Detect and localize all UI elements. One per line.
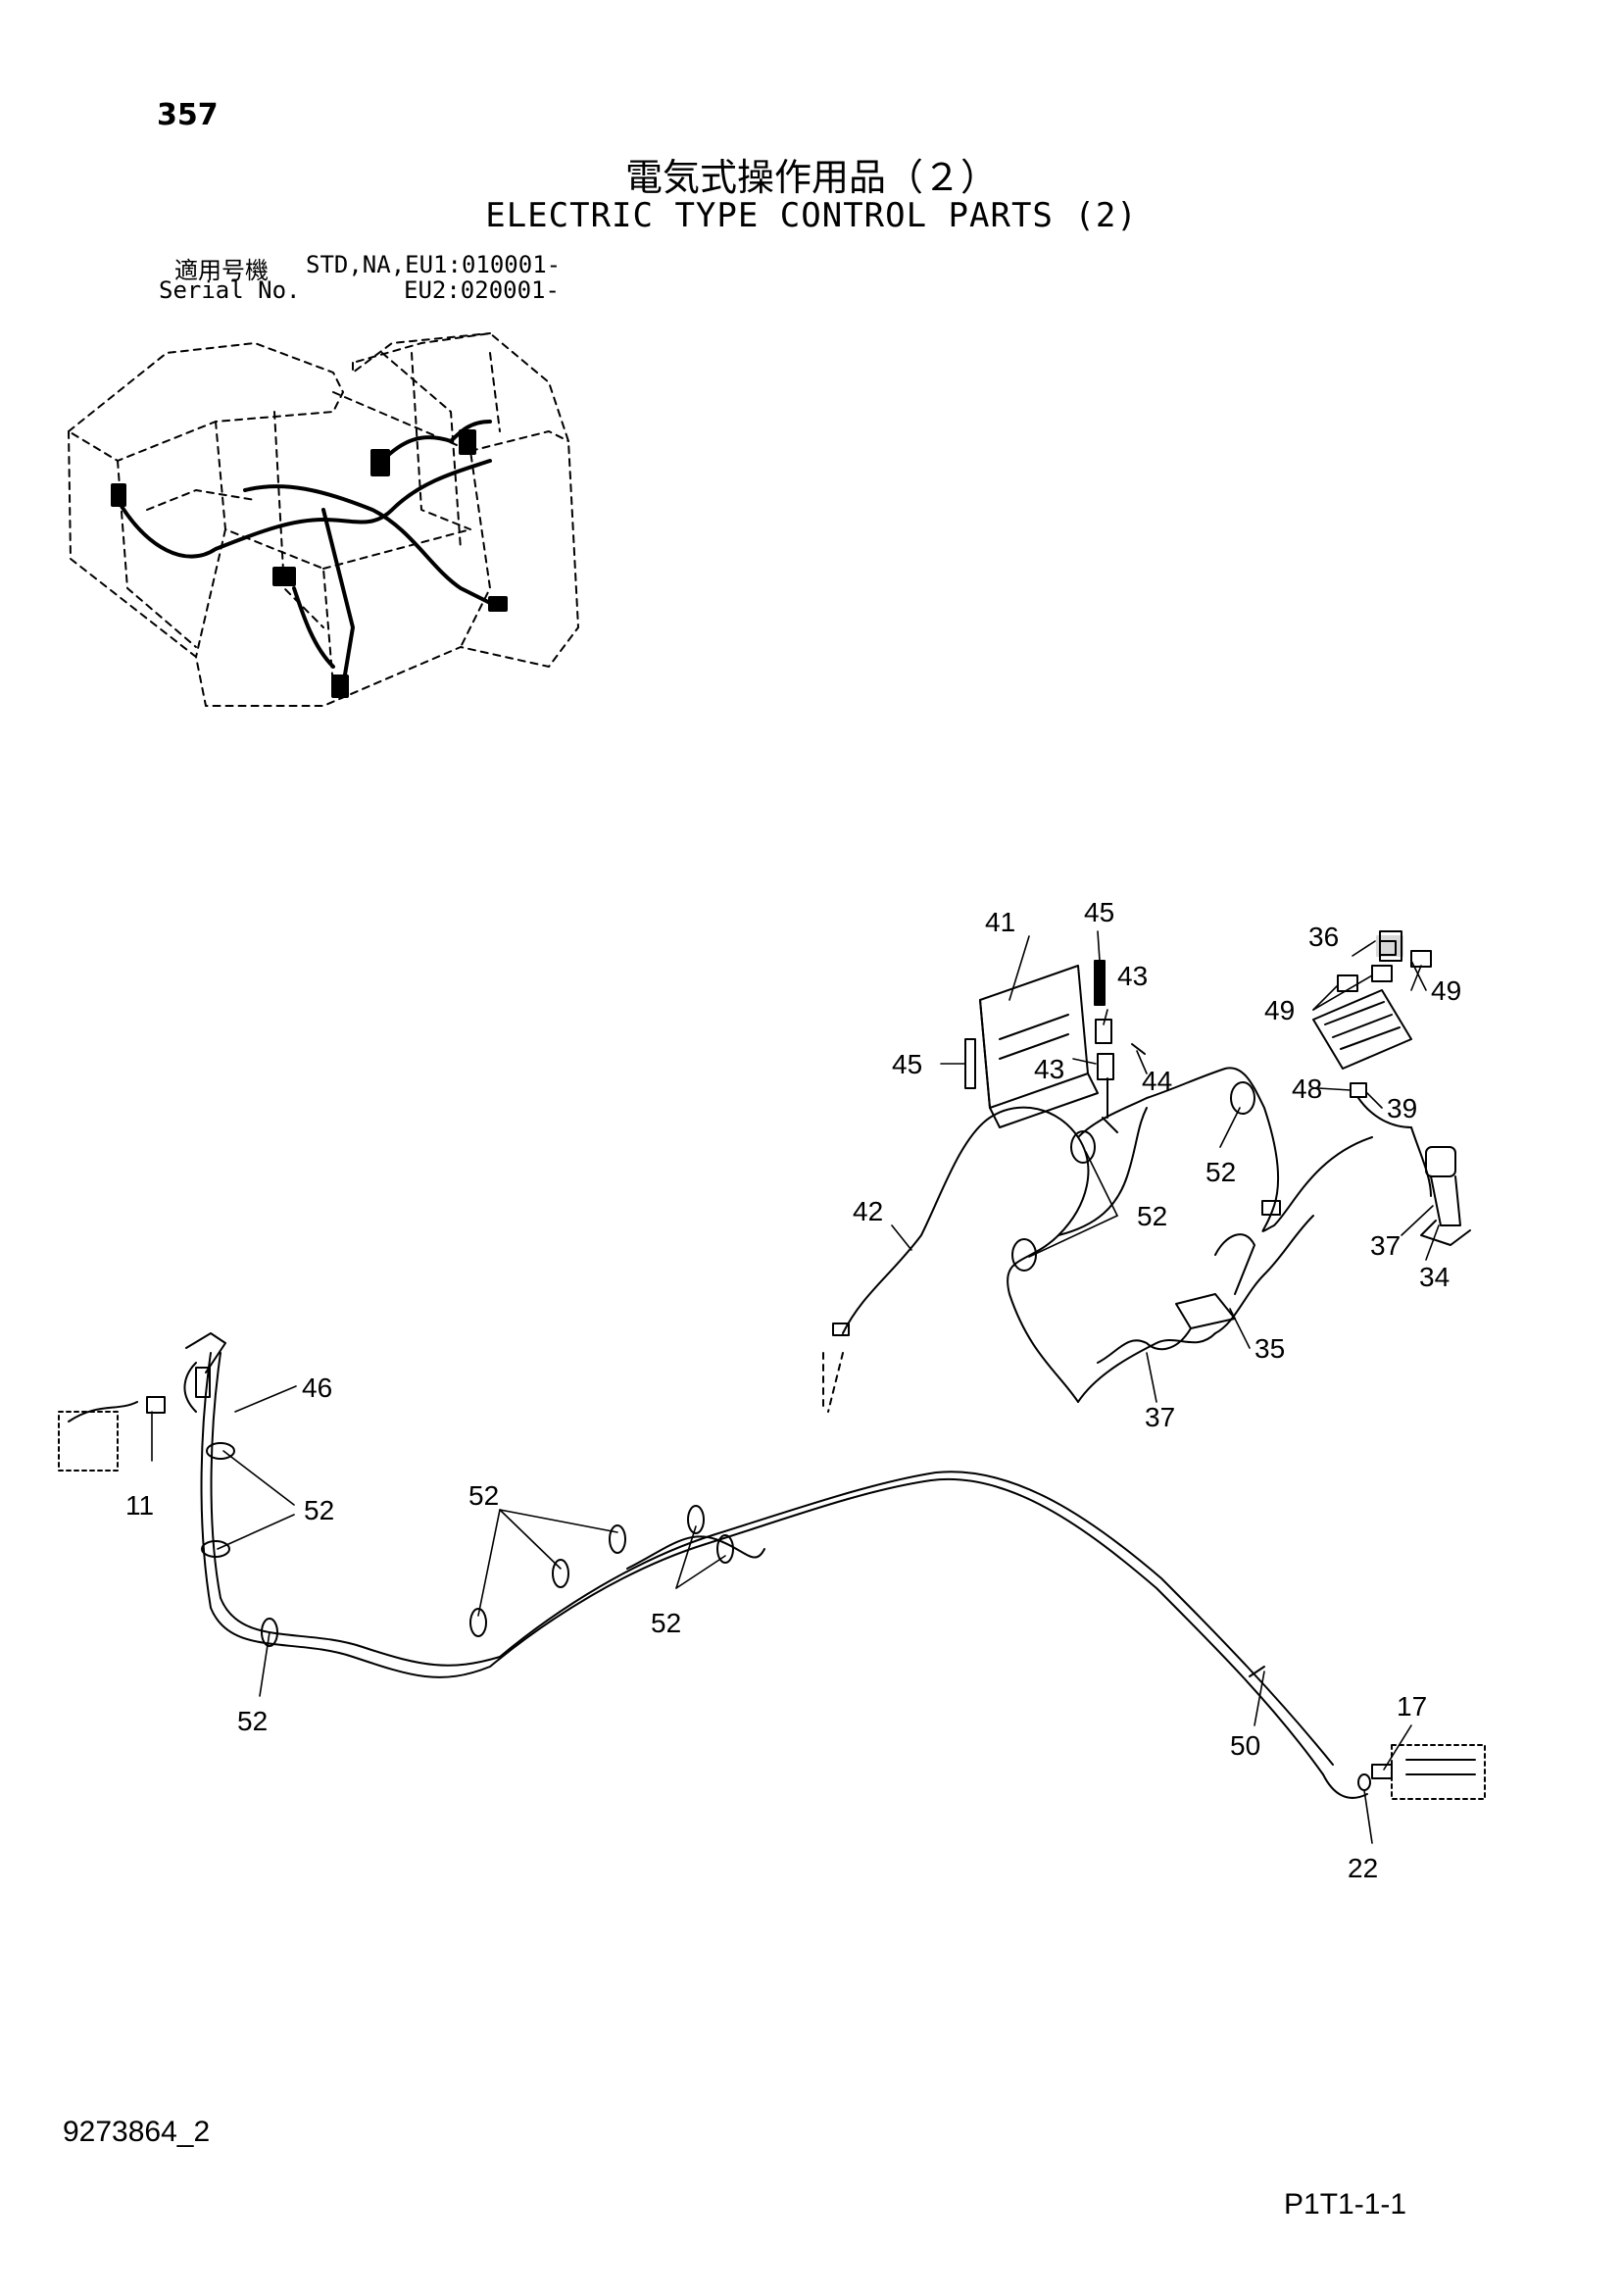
callout-45: 45 xyxy=(892,1049,922,1079)
callout-49: 49 xyxy=(1264,995,1295,1025)
callout-49: 49 xyxy=(1431,975,1461,1006)
serial-label-japanese: 適用号機 xyxy=(174,257,269,284)
cable-ties-main xyxy=(201,1442,1265,1677)
right-connectors xyxy=(1357,1744,1486,1800)
callout-52: 52 xyxy=(1137,1201,1167,1231)
callout-17: 17 xyxy=(1397,1691,1427,1722)
callout-44: 44 xyxy=(1142,1066,1172,1096)
callout-11: 11 xyxy=(125,1490,154,1521)
left-connectors xyxy=(58,1332,226,1472)
cab-overview-wiring xyxy=(111,420,508,698)
serial-label-english: Serial No. xyxy=(159,276,301,304)
callout-22: 22 xyxy=(1348,1853,1378,1883)
joystick-left xyxy=(1097,1233,1255,1364)
callout-43: 43 xyxy=(1117,961,1148,991)
callout-52: 52 xyxy=(651,1608,681,1638)
callout-labels: 11 46 52 52 52 52 50 17 22 41 45 45 43 4… xyxy=(125,897,1461,1883)
callout-52: 52 xyxy=(304,1495,334,1525)
callout-35: 35 xyxy=(1254,1333,1285,1364)
page-code: P1T1-1-1 xyxy=(1284,2188,1407,2221)
bracket-assembly xyxy=(964,960,1146,1133)
page-title-english: ELECTRIC TYPE CONTROL PARTS (2) xyxy=(485,196,1138,235)
joystick-right xyxy=(1410,1126,1471,1246)
callout-36: 36 xyxy=(1308,922,1339,952)
callout-46: 46 xyxy=(302,1373,332,1403)
serial-range-2: EU2:020001- xyxy=(404,276,560,304)
page-number: 357 xyxy=(157,98,219,132)
callout-41: 41 xyxy=(985,907,1015,937)
cab-overview-illustration xyxy=(68,332,579,707)
callout-39: 39 xyxy=(1387,1093,1417,1123)
callout-52: 52 xyxy=(468,1480,499,1511)
leader-lines xyxy=(151,930,1440,1844)
callout-50: 50 xyxy=(1230,1730,1260,1761)
callout-42: 42 xyxy=(853,1196,883,1226)
callout-52: 52 xyxy=(1205,1157,1236,1187)
document-number: 9273864_2 xyxy=(63,2116,211,2148)
callout-45: 45 xyxy=(1084,897,1114,927)
page-title-japanese: 電気式操作用品（２） xyxy=(624,156,998,199)
callout-48: 48 xyxy=(1292,1073,1322,1104)
serial-range-1: STD,NA,EU1:010001- xyxy=(306,251,562,278)
callout-37: 37 xyxy=(1370,1230,1401,1261)
callout-43: 43 xyxy=(1034,1054,1064,1084)
upper-harness xyxy=(822,1067,1373,1413)
callout-34: 34 xyxy=(1419,1262,1450,1292)
callout-52: 52 xyxy=(237,1706,268,1736)
callout-37: 37 xyxy=(1145,1402,1175,1432)
main-harness xyxy=(183,1352,1368,1799)
switch-panel xyxy=(1312,930,1432,1128)
